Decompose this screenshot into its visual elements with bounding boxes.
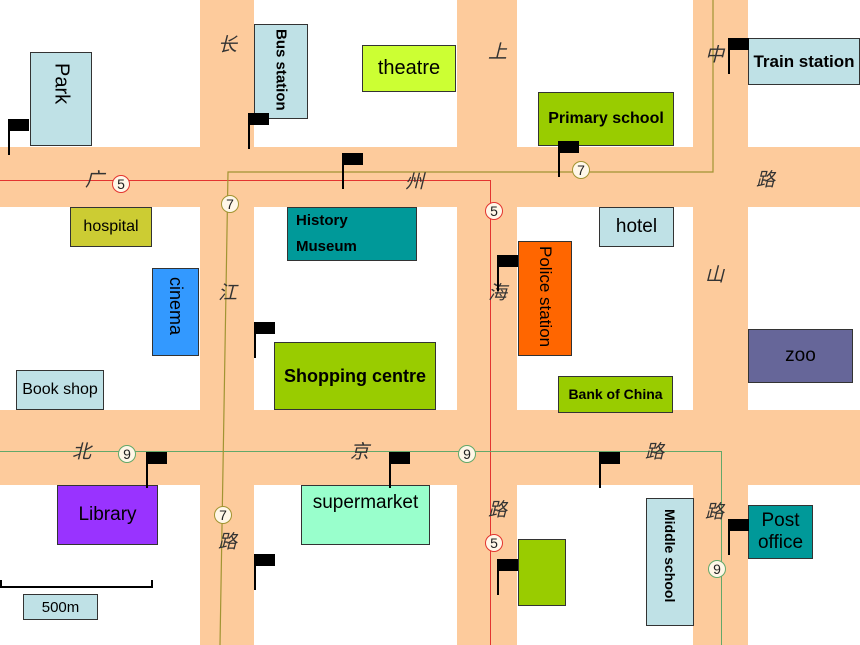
post-office-label-line1: Post — [761, 510, 800, 532]
bus-stop-label: 5 — [117, 176, 125, 192]
bus-stop-9[interactable]: 9 — [708, 560, 726, 578]
theatre[interactable]: theatre — [362, 45, 456, 92]
bus-stop-label: 5 — [490, 535, 498, 551]
bus-stop-7[interactable]: 7 — [572, 161, 590, 179]
hospital-label: hospital — [83, 217, 139, 235]
flag-icon — [146, 452, 168, 488]
road-char: 长 — [218, 34, 238, 56]
flag-icon — [728, 38, 750, 74]
road-char: 山 — [705, 264, 725, 286]
bus-stop-9[interactable]: 9 — [118, 445, 136, 463]
bus-stop-label: 9 — [713, 561, 721, 577]
flag-icon — [497, 559, 519, 595]
middle-school-label: Middle school — [662, 509, 679, 603]
bus-station-label: Bus station — [272, 29, 290, 111]
road-char: 中 — [705, 44, 725, 66]
route5-line-h — [0, 180, 491, 181]
hotel-label: hotel — [615, 216, 658, 238]
flag-icon — [728, 519, 750, 555]
history-museum-label-line2: Museum — [296, 238, 357, 256]
hotel[interactable]: hotel — [599, 207, 674, 247]
flag-icon — [342, 153, 364, 189]
bus-stop-7[interactable]: 7 — [214, 506, 232, 524]
bus-stop-label: 7 — [577, 162, 585, 178]
unlabeled-building[interactable] — [518, 539, 566, 606]
bus-stop-label: 7 — [219, 507, 227, 523]
flag-icon — [389, 452, 411, 488]
police-station-label: Police station — [535, 246, 555, 348]
park[interactable]: Park — [30, 52, 92, 146]
park-label: Park — [50, 63, 73, 105]
road-char: 路 — [756, 169, 776, 191]
route5-line-v — [490, 180, 491, 645]
road-char: 路 — [218, 531, 238, 553]
bank-of-china-label: Bank of China — [568, 386, 663, 403]
zoo-label: zoo — [785, 345, 816, 367]
bus-station[interactable]: Bus station — [254, 24, 308, 119]
flag-icon — [248, 113, 270, 149]
road-char: 路 — [488, 499, 508, 521]
cinema[interactable]: cinema — [152, 268, 199, 356]
bank-of-china[interactable]: Bank of China — [558, 376, 673, 413]
flag-icon — [254, 322, 276, 358]
police-station[interactable]: Police station — [518, 241, 572, 356]
history-museum-label-line1: History — [296, 212, 348, 230]
shopping-centre[interactable]: Shopping centre — [274, 342, 436, 410]
history-museum[interactable]: History Museum — [287, 207, 417, 261]
road-char: 北 — [72, 441, 92, 463]
bus-stop-label: 7 — [226, 196, 234, 212]
route9-line-v — [721, 451, 722, 645]
route9-line-h — [0, 451, 722, 452]
shopping-centre-label: Shopping centre — [283, 365, 426, 386]
bus-stop-5[interactable]: 5 — [485, 202, 503, 220]
book-shop-label: Book shop — [22, 380, 98, 398]
zoo[interactable]: zoo — [748, 329, 853, 383]
supermarket-label: supermarket — [312, 492, 419, 513]
middle-school[interactable]: Middle school — [646, 498, 694, 626]
library-label: Library — [78, 504, 137, 526]
road-char: 路 — [645, 441, 665, 463]
bus-stop-5[interactable]: 5 — [112, 175, 130, 193]
road-zhongshan — [693, 0, 748, 645]
theatre-label: theatre — [377, 57, 441, 79]
library[interactable]: Library — [57, 485, 158, 545]
road-changjiang — [200, 0, 254, 645]
bus-stop-label: 5 — [490, 203, 498, 219]
road-char: 海 — [488, 282, 508, 304]
scale-label: 500m — [23, 594, 98, 620]
road-char: 上 — [488, 41, 508, 63]
road-char: 江 — [218, 282, 238, 304]
road-char: 路 — [705, 501, 725, 523]
bus-stop-5[interactable]: 5 — [485, 534, 503, 552]
primary-school-label: Primary school — [548, 109, 664, 127]
post-office[interactable]: Post office — [748, 505, 813, 559]
scale-text: 500m — [41, 598, 80, 616]
book-shop[interactable]: Book shop — [16, 370, 104, 410]
road-char: 广 — [85, 169, 105, 191]
flag-icon — [497, 255, 519, 291]
supermarket[interactable]: supermarket — [301, 485, 430, 545]
road-char: 京 — [350, 441, 370, 463]
post-office-label-line2: office — [757, 532, 804, 553]
flag-icon — [8, 119, 30, 155]
train-station[interactable]: Train station — [748, 38, 860, 85]
road-char: 州 — [405, 171, 425, 193]
flag-icon — [558, 141, 580, 177]
bus-stop-7[interactable]: 7 — [221, 195, 239, 213]
primary-school[interactable]: Primary school — [538, 92, 674, 146]
hospital[interactable]: hospital — [70, 207, 152, 247]
flag-icon — [254, 554, 276, 590]
flag-icon — [599, 452, 621, 488]
scale-bar — [0, 580, 153, 588]
bus-stop-9[interactable]: 9 — [458, 445, 476, 463]
bus-stop-label: 9 — [463, 446, 471, 462]
bus-stop-label: 9 — [123, 446, 131, 462]
cinema-label: cinema — [165, 277, 186, 336]
train-station-label: Train station — [753, 51, 855, 71]
